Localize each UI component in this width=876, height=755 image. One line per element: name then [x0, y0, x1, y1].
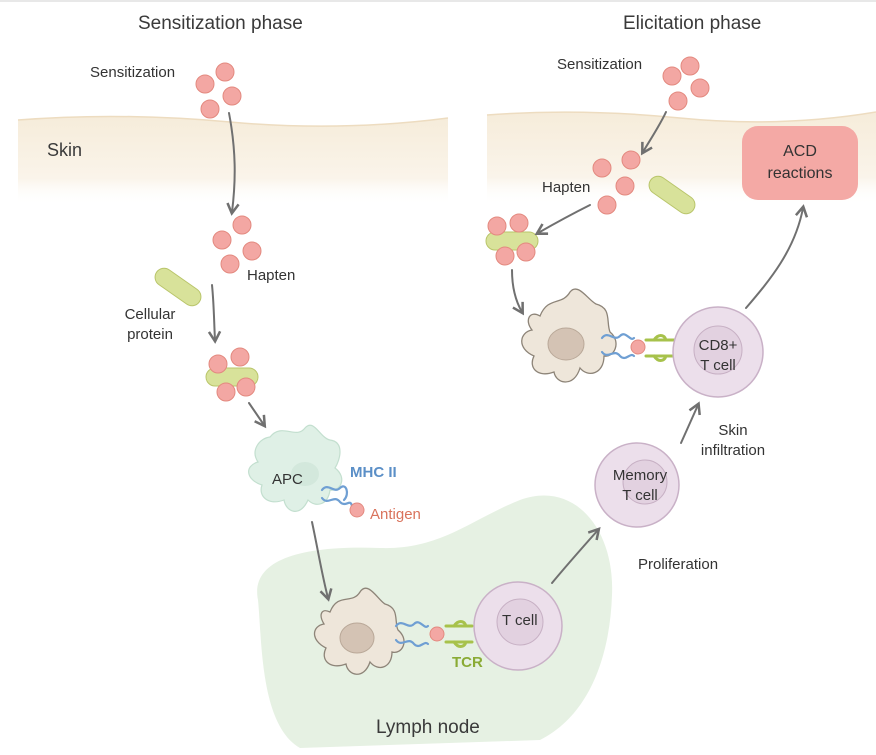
hapten-label-left: Hapten — [247, 267, 296, 284]
top-border — [0, 0, 876, 2]
arrow-hapten-to-complex-left — [207, 284, 222, 344]
skin-label: Skin — [47, 140, 83, 160]
sensitization-phase-title: Sensitization phase — [138, 13, 303, 34]
skin-layer-left — [18, 116, 448, 205]
arrow-sensitization-to-hapten-right — [641, 111, 667, 156]
sensitization-label-left: Sensitization — [90, 64, 176, 81]
hapten-cluster-right — [592, 150, 641, 215]
arrow-complex-to-apc — [248, 402, 267, 429]
cd8-t-cell-label-line2: T cell — [700, 357, 736, 374]
antigen-label: Antigen — [370, 506, 421, 523]
lymph-node — [257, 495, 613, 748]
apc-label: APC — [272, 471, 303, 488]
cellular-protein-label-line1: Cellular — [124, 306, 176, 323]
acd-reactions-label-line2: reactions — [767, 165, 833, 182]
skin-infiltration-label-line2: infiltration — [700, 442, 766, 459]
antigen-left — [349, 502, 365, 518]
tcr-lymph — [444, 620, 474, 648]
proliferation-label: Proliferation — [638, 556, 719, 573]
cd8-t-cell-label: CD8+ T cell — [683, 336, 753, 376]
lymph-node-label: Lymph node — [376, 717, 480, 738]
sensitization-label-right: Sensitization — [557, 56, 643, 73]
acd-reactions-box — [742, 126, 858, 200]
cellular-protein-label: Cellular protein — [118, 305, 182, 345]
acd-reactions-label: ACD reactions — [742, 141, 858, 185]
cellular-protein-label-line2: protein — [127, 326, 173, 343]
skin-infiltration-label-line1: Skin — [718, 422, 748, 439]
hapten-protein-complex-right — [485, 213, 539, 266]
mhc2-right — [600, 333, 636, 360]
antigen-right — [630, 339, 646, 355]
arrow-hapten-to-complex-right — [534, 204, 591, 235]
dendritic-cell-lymph — [313, 587, 405, 675]
skin-infiltration-label: Skin infiltration — [688, 421, 778, 461]
hapten-label-right: Hapten — [542, 179, 591, 196]
arrow-tcell-to-memory — [551, 527, 601, 584]
elicitation-phase-title: Elicitation phase — [623, 13, 762, 34]
mhc2-label: MHC II — [350, 464, 397, 481]
memory-t-cell-label-line2: T cell — [622, 487, 658, 504]
memory-t-cell-label-line1: Memory — [612, 467, 668, 484]
acd-reactions-label-line1: ACD — [783, 143, 817, 160]
arrow-complex-to-dc-right — [511, 269, 524, 316]
cd8-t-cell — [672, 306, 764, 398]
apc-cell — [248, 424, 343, 512]
t-cell-lymph — [473, 581, 563, 671]
memory-t-cell-label: Memory T cell — [605, 466, 675, 506]
arrow-memory-to-cd8 — [680, 401, 701, 444]
t-cell-label: T cell — [502, 612, 538, 629]
mhc2-lymph — [394, 621, 430, 648]
cd8-t-cell-label-line1: CD8+ — [698, 337, 738, 354]
hapten-protein-complex-left — [205, 347, 259, 402]
hapten-cluster-sensitization-right — [662, 56, 710, 111]
cellular-protein-right — [648, 175, 696, 215]
dendritic-cell-right — [521, 288, 617, 383]
hapten-cluster-left — [212, 215, 262, 274]
skin-layer-right-edge — [486, 111, 876, 123]
arrow-apc-to-lymph-dc — [311, 521, 333, 602]
arrow-sensitization-to-hapten-left — [226, 112, 240, 216]
hapten-cluster-sensitization-left — [195, 62, 242, 119]
antigen-lymph — [429, 626, 445, 642]
tcr-label: TCR — [452, 654, 483, 671]
tcr-right — [644, 334, 676, 362]
arrow-cd8-to-acd — [745, 204, 809, 309]
cellular-protein — [154, 267, 202, 307]
memory-t-cell — [594, 442, 680, 528]
mhc2-left — [320, 485, 354, 508]
